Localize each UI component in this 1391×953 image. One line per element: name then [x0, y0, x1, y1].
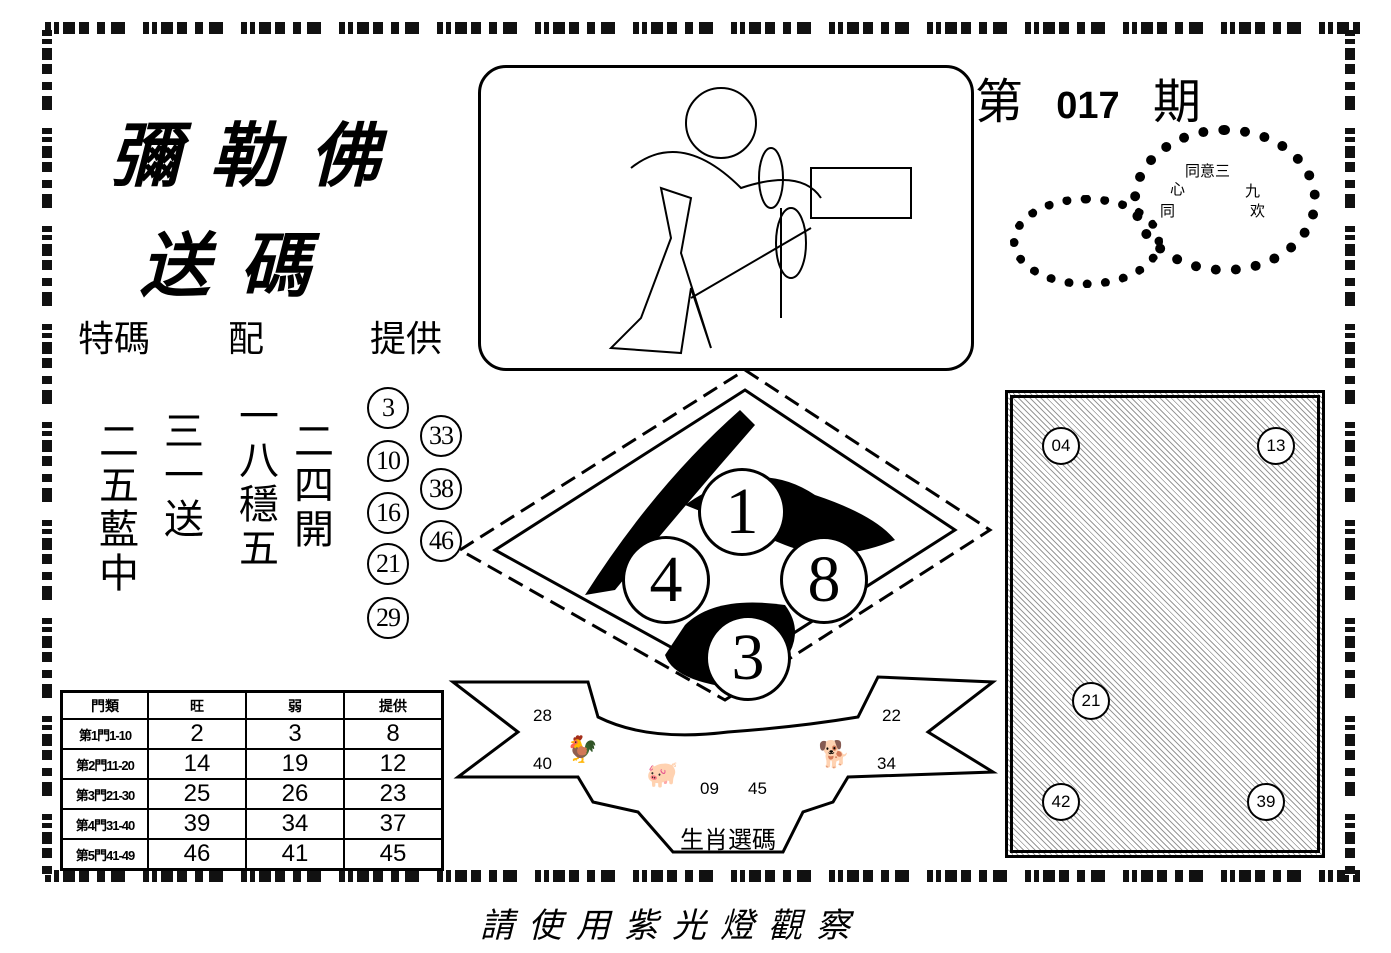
- picture-number: 39: [1247, 783, 1285, 821]
- zodiac-number: 34: [877, 754, 896, 773]
- zodiac-number: 40: [533, 754, 552, 773]
- rooster-icon: 🐓: [566, 735, 599, 765]
- zodiac-number: 45: [748, 779, 767, 798]
- hint-column-2: 三一送: [157, 410, 203, 542]
- row-label: 第1門1-10: [60, 718, 149, 750]
- circled-number: 21: [367, 543, 409, 585]
- zodiac-ribbon: [448, 675, 998, 854]
- diamond-number: 8: [780, 536, 868, 624]
- buddha-picture: [1005, 390, 1325, 858]
- dog-illustration: [478, 65, 974, 371]
- row-label: 第4門31-40: [60, 808, 149, 840]
- circled-number: 10: [367, 440, 409, 482]
- circled-number: 38: [420, 468, 462, 510]
- decorative-border-top: [45, 22, 1360, 34]
- issue-prefix: 第: [975, 74, 1024, 130]
- issue-digits: 017: [1056, 85, 1120, 127]
- circled-number: 16: [367, 492, 409, 534]
- diamond-number: 3: [705, 615, 791, 701]
- prayer-beads-tail: [1010, 195, 1163, 288]
- picture-number: 42: [1042, 783, 1080, 821]
- provider-label-1: 特碼: [78, 319, 151, 360]
- cell: 45: [343, 838, 444, 871]
- cell: 8: [343, 718, 444, 750]
- row-label: 第5門41-49: [60, 838, 149, 871]
- circled-number: 46: [420, 520, 462, 562]
- hint-column-1: 二五藍中: [92, 420, 138, 596]
- cell: 37: [343, 808, 444, 840]
- title-calligraphy: 彌勒佛: [110, 114, 410, 197]
- diamond-number: 4: [622, 536, 710, 624]
- beads-text-4: 欢: [1250, 202, 1266, 220]
- picture-number: 13: [1257, 427, 1295, 465]
- cell: 41: [245, 838, 345, 871]
- decorative-border-bottom: [45, 870, 1360, 882]
- prayer-beads-icon: [1130, 125, 1320, 275]
- picture-number: 04: [1042, 427, 1080, 465]
- cell: 3: [245, 718, 345, 750]
- cell: 12: [343, 748, 444, 780]
- decorative-border-right: [1345, 30, 1355, 875]
- provider-label-3: 提供: [370, 319, 443, 360]
- beads-text-5: 同: [1160, 202, 1176, 220]
- table-header: 弱: [245, 690, 345, 720]
- issue-suffix: 期: [1152, 74, 1201, 130]
- footer-note: 請使用紫光燈觀察: [480, 906, 864, 946]
- zodiac-number: 22: [882, 706, 901, 725]
- beads-text-1: 同意三: [1185, 162, 1231, 180]
- subtitle-calligraphy: 送碼: [140, 224, 340, 307]
- zodiac-number: 09: [700, 779, 719, 798]
- cell: 26: [245, 778, 345, 810]
- circled-number: 33: [420, 415, 462, 457]
- cell: 25: [147, 778, 247, 810]
- cell: 23: [343, 778, 444, 810]
- cell: 39: [147, 808, 247, 840]
- table-header: 旺: [147, 690, 247, 720]
- pig-icon: 🐖: [646, 760, 679, 790]
- table-header: 提供: [343, 690, 444, 720]
- row-label: 第2門11-20: [60, 748, 149, 780]
- hint-column-3: 一八穩五: [232, 395, 278, 571]
- provider-label-2: 配: [228, 319, 265, 360]
- table-header: 門類: [60, 690, 149, 720]
- circled-number: 29: [367, 597, 409, 639]
- cell: 34: [245, 808, 345, 840]
- row-label: 第3門21-30: [60, 778, 149, 810]
- diamond-number: 1: [698, 468, 786, 556]
- decorative-border-left: [42, 30, 52, 875]
- circled-number: 3: [367, 387, 409, 429]
- cell: 14: [147, 748, 247, 780]
- dog-drawing: [608, 87, 912, 355]
- zodiac-number: 28: [533, 706, 552, 725]
- beads-text-3: 九: [1245, 182, 1261, 200]
- dog-icon: 🐕: [818, 740, 851, 770]
- hint-column-4: 二四開: [287, 420, 333, 552]
- issue-number: 第 017 期: [975, 62, 1201, 132]
- cell: 2: [147, 718, 247, 750]
- cell: 46: [147, 838, 247, 871]
- beads-text-2: 心: [1170, 180, 1186, 198]
- cell: 19: [245, 748, 345, 780]
- zodiac-label: 生肖選碼: [680, 826, 776, 854]
- picture-number: 21: [1072, 682, 1110, 720]
- table-header-row: 門類 旺 弱 提供: [60, 690, 444, 720]
